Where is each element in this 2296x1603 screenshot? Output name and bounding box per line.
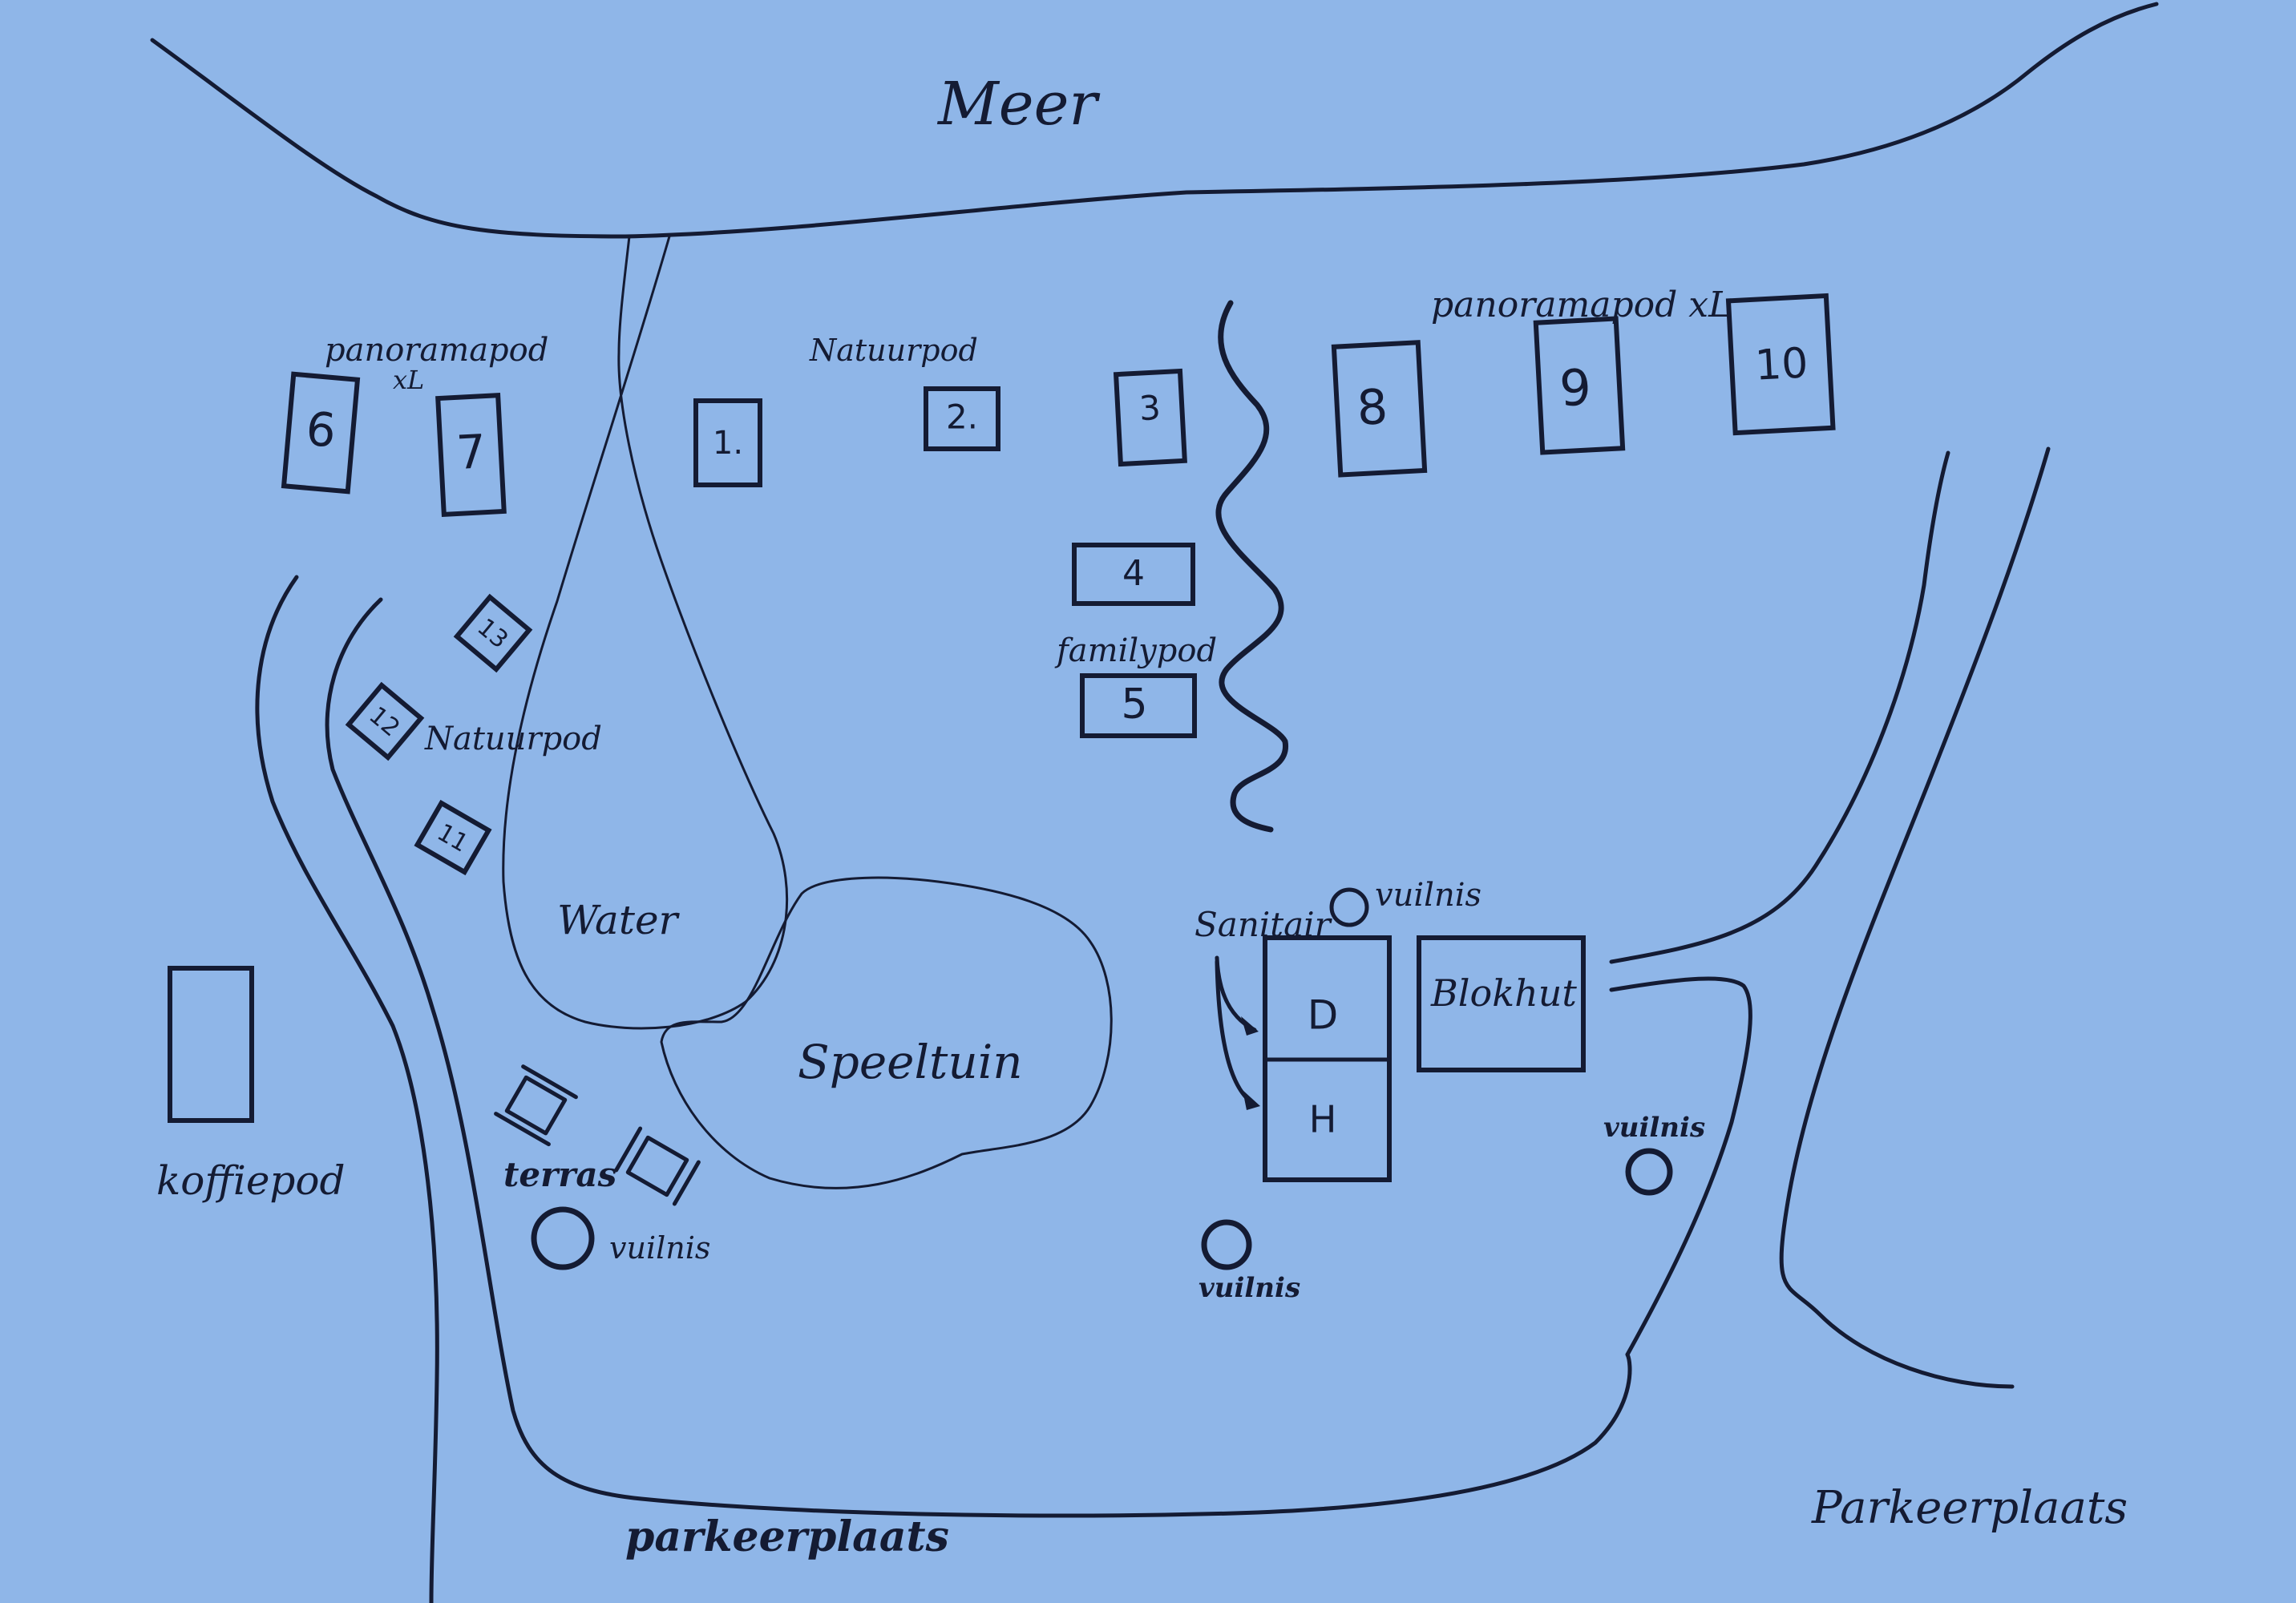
pod-2[interactable]: 2.: [924, 386, 1000, 451]
familypod-label: familypod: [1054, 632, 1217, 669]
waste-bin-terras-label: vuilnis: [609, 1230, 710, 1266]
terras-label: terras: [503, 1155, 616, 1194]
water-stream: [502, 235, 789, 1030]
svg-text:6: 6: [304, 402, 338, 458]
svg-text:8: 8: [1356, 379, 1389, 437]
koffiepod-label: koffiepod: [156, 1157, 346, 1204]
waste-bin-terras: [531, 1206, 595, 1270]
sanitair-building[interactable]: D H: [1263, 935, 1392, 1182]
svg-text:12: 12: [363, 701, 405, 742]
blokhut-label: Blokhut: [1430, 971, 1577, 1015]
natuurpod-top-label: Natuurpod: [809, 333, 978, 368]
svg-text:9: 9: [1558, 357, 1592, 418]
pod-4[interactable]: 4: [1072, 543, 1195, 606]
pod-11[interactable]: 11: [414, 799, 492, 876]
svg-text:3: 3: [1138, 388, 1162, 428]
road-right-outer: [1779, 446, 2051, 1389]
road-right-branch-top: [1609, 450, 1950, 964]
pod-8[interactable]: 8: [1331, 340, 1428, 478]
panoramapod-left-size-label: xL: [393, 365, 424, 395]
pod-5[interactable]: 5: [1080, 673, 1197, 738]
lake-label: Meer: [936, 70, 1101, 139]
pod-1[interactable]: 1.: [693, 398, 762, 487]
terras-table-2: [614, 1126, 701, 1206]
road-loop-right: [1609, 976, 1752, 1357]
waste-bin-center-label: vuilnis: [1199, 1272, 1300, 1304]
sanitair-arrow-d-head: [1241, 1016, 1259, 1036]
pod-6[interactable]: 6: [281, 371, 361, 495]
waste-bin-right-label: vuilnis: [1603, 1112, 1705, 1144]
waste-bin-right: [1625, 1148, 1673, 1196]
road-left-outer: [255, 575, 439, 1603]
waste-bin-sanitair: [1329, 887, 1369, 927]
waste-bin-center: [1201, 1219, 1252, 1270]
svg-text:13: 13: [471, 613, 513, 654]
svg-text:4: 4: [1122, 553, 1145, 594]
playground-outline: [660, 876, 1113, 1189]
pod-10[interactable]: 10: [1725, 293, 1836, 436]
sanitair-d-label: D: [1308, 992, 1339, 1039]
road-left-inner: [325, 597, 1632, 1518]
sanitair-h-label: H: [1309, 1098, 1337, 1141]
panoramapod-left-label: panoramapod: [325, 332, 548, 369]
wavy-divider: [1215, 300, 1288, 833]
lake-shoreline: [150, 2, 2159, 239]
svg-text:7: 7: [455, 424, 487, 480]
sanitair-arrow-h-head: [1243, 1090, 1260, 1110]
svg-text:1.: 1.: [713, 425, 743, 462]
svg-text:11: 11: [432, 818, 473, 858]
pod-12[interactable]: 12: [345, 681, 425, 761]
sanitair-arrow-d: [1215, 955, 1257, 1032]
pod-13[interactable]: 13: [453, 593, 533, 673]
svg-text:10: 10: [1754, 339, 1809, 390]
parking-label-bottom: parkeerplaats: [625, 1512, 949, 1561]
parking-label-right: Parkeerplaats: [1811, 1482, 2128, 1534]
pod-3[interactable]: 3: [1113, 368, 1187, 467]
pod-7[interactable]: 7: [435, 393, 507, 518]
natuurpod-left-label: Natuurpod: [424, 721, 602, 757]
svg-text:2.: 2.: [946, 398, 978, 437]
pod-9[interactable]: 9: [1533, 316, 1626, 455]
svg-text:5: 5: [1121, 680, 1147, 729]
terras-table-1: [494, 1064, 578, 1147]
playground-label: Speeltuin: [798, 1035, 1023, 1089]
koffiepod[interactable]: [168, 966, 254, 1123]
water-label: Water: [557, 897, 681, 943]
blokhut[interactable]: Blokhut: [1417, 935, 1586, 1072]
waste-bin-sanitair-label: vuilnis: [1375, 877, 1481, 914]
